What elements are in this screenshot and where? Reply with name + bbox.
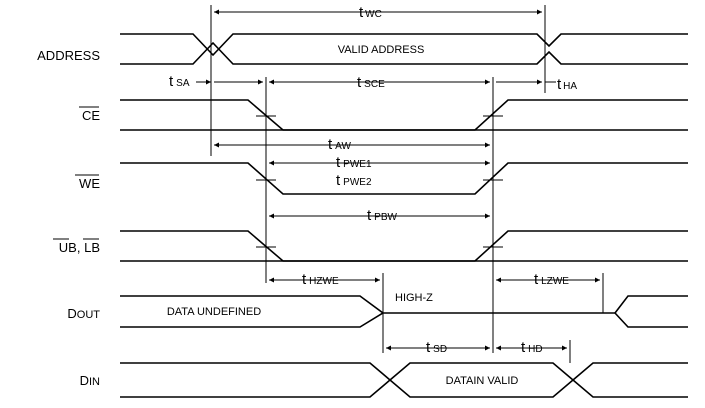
edge-ticks: [256, 115, 503, 248]
signal-label-ub-lb: UB, LB: [53, 238, 100, 255]
signal-label-din: DIN: [80, 373, 100, 388]
ub-lb-waveform: [120, 230, 688, 262]
din-waveform: [120, 362, 688, 398]
signal-label-we: WE: [75, 174, 100, 191]
we-waveform: [120, 162, 688, 195]
signal-label-dout: DOUT: [67, 306, 100, 321]
address-waveform: [120, 33, 688, 65]
signal-label-ce: CE: [79, 106, 100, 123]
svg-text:UB, LB: UB, LB: [59, 240, 100, 255]
dout-waveform: [120, 295, 688, 328]
signal-label-address: ADDRESS: [37, 48, 100, 63]
valid-address-label: VALID ADDRESS: [338, 44, 425, 56]
reference-lines: [210, 5, 604, 363]
svg-text:WE: WE: [79, 176, 100, 191]
high-z-label: HIGH-Z: [395, 292, 433, 304]
svg-text:CE: CE: [82, 108, 100, 123]
data-undefined-label: DATA UNDEFINED: [167, 306, 261, 318]
datain-valid-label: DATAIN VALID: [446, 375, 519, 387]
ce-waveform: [120, 99, 688, 131]
